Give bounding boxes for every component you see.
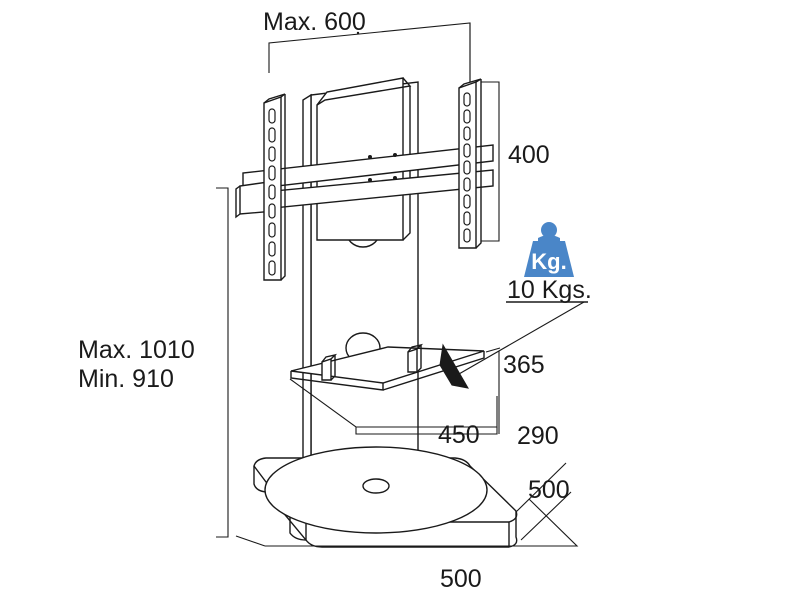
base-inner-corner: [289, 514, 307, 541]
glass-shelf: [289, 343, 498, 435]
shelf-clip-right: [407, 343, 424, 373]
dimension-label-base-depth: 500: [528, 476, 570, 504]
base-side-face: [253, 466, 518, 548]
rail-slot: [268, 241, 276, 257]
rail-slot: [463, 211, 471, 226]
crossbar-upper: [242, 144, 494, 191]
rail-slot: [463, 160, 471, 175]
dimension-tick-dot: [356, 31, 360, 35]
mounting-hole-dot: [393, 153, 397, 157]
dimension-line-400: [481, 81, 500, 242]
dimension-overall-height: [216, 187, 229, 538]
mounting-hole-dot: [393, 176, 397, 180]
rail-slot: [268, 108, 276, 124]
turntable-disc: [264, 446, 488, 534]
mounting-hole-dot: [368, 155, 372, 159]
rail-slot: [463, 194, 471, 209]
load-callout-leader: [451, 301, 588, 379]
clip-side: [330, 355, 336, 381]
clip-body: [407, 348, 418, 373]
dimension-label-base-width: 500: [440, 565, 482, 593]
glass-shelf-right-edge: [382, 351, 485, 391]
rail-slot: [268, 184, 276, 200]
vertical-rail-left: [263, 93, 286, 281]
rail-right-right-edge: [475, 79, 482, 249]
tv-panel-top-edge: [316, 77, 412, 106]
rail-slot: [268, 146, 276, 162]
bracket-crossbars: [242, 144, 494, 212]
rail-left-right-edge: [280, 94, 286, 281]
dimension-bracket-height: [469, 23, 500, 242]
dimension-base-width: [235, 498, 579, 547]
dimension-line-height: [216, 187, 229, 538]
dimension-label-shelf-to-base: 290: [517, 422, 559, 450]
column-side-face: [302, 93, 312, 481]
dimension-line-500-bottom: [265, 498, 579, 547]
rail-slot: [268, 127, 276, 143]
dimension-ext-bottom-left: [235, 535, 266, 547]
shelf-projection-outline: [289, 378, 498, 428]
rail-slot: [268, 260, 276, 276]
glass-shelf-front-edge: [290, 371, 384, 391]
extension-line-365: [485, 347, 501, 353]
dimension-label-shelf-depth: 365: [503, 351, 545, 379]
rail-slot: [463, 143, 471, 158]
base-platform: [253, 446, 518, 548]
mounting-hole-dot: [368, 178, 372, 182]
clip-side: [416, 345, 422, 373]
rail-slot: [463, 92, 471, 107]
weight-icon-label: Kg.: [531, 249, 566, 274]
dimension-label-height-max: Max. 1010: [78, 336, 195, 364]
rail-slot: [268, 203, 276, 219]
tv-panel-right-edge: [402, 86, 411, 241]
rail-slot: [463, 228, 471, 243]
rail-slot: [463, 177, 471, 192]
turntable-center-hole: [362, 478, 390, 494]
vertical-rail-right: [458, 78, 482, 249]
shelf-projection-edge: [355, 427, 498, 435]
dimension-label-bracket-height: 400: [508, 141, 550, 169]
clip-top: [407, 343, 424, 353]
dimension-line-500-right: [515, 462, 567, 513]
dimension-shelf-depth-lines: [485, 347, 501, 353]
rail-left-top-bevel: [263, 93, 286, 104]
dimension-label-shelf-width: 450: [438, 421, 480, 449]
leader-line: [451, 301, 585, 379]
rail-slot: [463, 126, 471, 141]
dimension-label-max-width: Max. 600: [263, 8, 366, 36]
dimension-label-height-min: Min. 910: [78, 365, 174, 393]
rail-slot: [268, 222, 276, 238]
rail-right-top-bevel: [458, 78, 482, 89]
shelf-clip-left: [321, 353, 338, 381]
rail-slot: [463, 109, 471, 124]
clip-top: [321, 353, 338, 363]
weight-body: [524, 241, 574, 277]
left-arm-end-cap: [235, 185, 241, 219]
weight-handle-knob: [541, 222, 557, 238]
weight-kg-icon: Kg.: [524, 222, 574, 277]
load-callout-label: 10 Kgs.: [507, 276, 592, 304]
clip-body: [321, 358, 332, 381]
rail-slot: [268, 165, 276, 181]
